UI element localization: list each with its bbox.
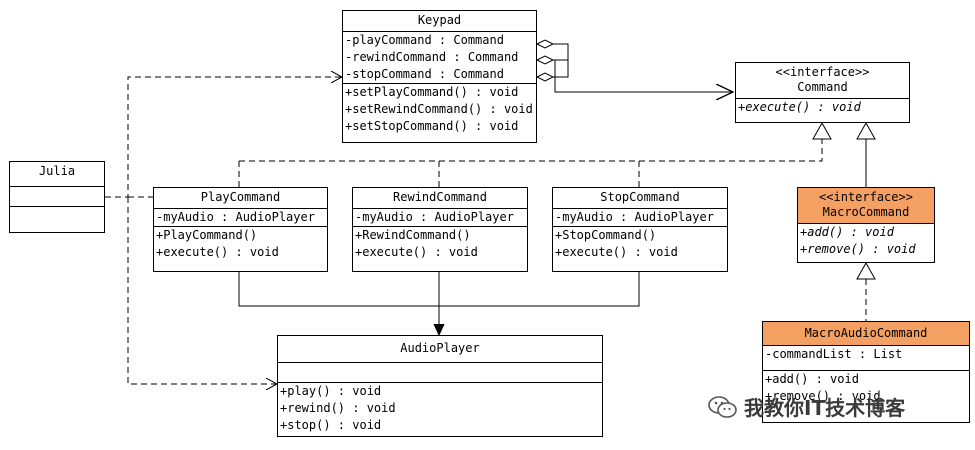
operation: +remove() : void [765, 389, 881, 403]
class-play-command-name: PlayCommand [154, 188, 327, 209]
class-play-command: PlayCommand -myAudio : AudioPlayer +Play… [153, 187, 328, 272]
watermark-text: 我教你IT技术博客 [744, 396, 906, 420]
realization-triangle-command-left [812, 121, 832, 140]
operation: +setStopCommand() : void [345, 119, 519, 133]
operation: +setPlayCommand() : void [345, 85, 519, 99]
class-keypad-name: Keypad [343, 11, 536, 32]
operation: +add() : void [800, 225, 894, 239]
class-command-operations: +execute() : void [736, 99, 909, 116]
operation: +PlayCommand() [156, 228, 258, 242]
dependency-julia [105, 77, 342, 384]
class-rewind-command: RewindCommand -myAudio : AudioPlayer +Re… [352, 187, 528, 272]
operation: +RewindCommand() [355, 228, 471, 242]
operation: +execute() : void [738, 100, 861, 114]
class-audio-player-name: AudioPlayer [278, 336, 602, 363]
operation: +stop() : void [280, 418, 382, 432]
class-keypad-attributes: -playCommand : Command -rewindCommand : … [343, 32, 536, 84]
class-stop-command-name: StopCommand [553, 188, 727, 209]
operation: +StopCommand() [555, 228, 657, 242]
class-stop-command: StopCommand -myAudio : AudioPlayer +Stop… [552, 187, 728, 272]
wechat-icon [708, 395, 737, 418]
class-command-name: Command [797, 80, 848, 94]
class-rewind-command-attributes: -myAudio : AudioPlayer [353, 209, 527, 227]
class-macro-command-header: <<interface>> MacroCommand [798, 188, 934, 224]
class-command-header: <<interface>> Command [736, 63, 909, 99]
operation: +play() : void [280, 384, 382, 398]
operation: +execute() : void [355, 245, 478, 259]
generalization-triangle-command-right [856, 121, 876, 140]
class-macro-command-name: MacroCommand [822, 205, 910, 219]
stereotype: <<interface>> [775, 65, 870, 79]
class-command: <<interface>> Command +execute() : void [735, 62, 910, 123]
class-julia-attributes [10, 187, 104, 207]
operation: +setRewindCommand() : void [345, 102, 533, 116]
attribute: -rewindCommand : Command [345, 50, 519, 64]
association-commands-audioplayer [238, 272, 640, 335]
operation: +add() : void [765, 372, 859, 386]
aggregation-keypad-command [535, 39, 733, 92]
class-play-command-operations: +PlayCommand() +execute() : void [154, 227, 327, 261]
class-rewind-command-operations: +RewindCommand() +execute() : void [353, 227, 527, 261]
class-macro-audio-command-attributes: -commandList : List [763, 346, 969, 371]
class-macro-command: <<interface>> MacroCommand +add() : void… [797, 187, 935, 263]
operation: +remove() : void [800, 242, 916, 256]
class-macro-command-operations: +add() : void +remove() : void [798, 224, 934, 258]
attribute: -playCommand : Command [345, 33, 504, 47]
class-julia-name: Julia [10, 162, 104, 187]
operation: +execute() : void [156, 245, 279, 259]
class-julia: Julia [9, 161, 105, 233]
realization-commands-command [238, 139, 823, 187]
class-audio-player-attributes [278, 363, 602, 383]
attribute: -stopCommand : Command [345, 67, 504, 81]
class-stop-command-operations: +StopCommand() +execute() : void [553, 227, 727, 261]
class-macro-audio-command-name: MacroAudioCommand [763, 322, 969, 346]
class-audio-player-operations: +play() : void +rewind() : void +stop() … [278, 383, 602, 434]
class-play-command-attributes: -myAudio : AudioPlayer [154, 209, 327, 227]
class-macro-audio-command-operations: +add() : void +remove() : void [763, 371, 969, 405]
class-rewind-command-name: RewindCommand [353, 188, 527, 209]
attribute: -myAudio : AudioPlayer [555, 210, 714, 224]
watermark: 我教你IT技术博客 [708, 392, 905, 421]
attribute: -myAudio : AudioPlayer [355, 210, 514, 224]
class-audio-player: AudioPlayer +play() : void +rewind() : v… [277, 335, 603, 437]
class-julia-operations [10, 207, 104, 226]
class-keypad: Keypad -playCommand : Command -rewindCom… [342, 10, 537, 143]
class-macro-audio-command: MacroAudioCommand -commandList : List +a… [762, 321, 970, 423]
operation: +execute() : void [555, 245, 678, 259]
class-stop-command-attributes: -myAudio : AudioPlayer [553, 209, 727, 227]
attribute: -myAudio : AudioPlayer [156, 210, 315, 224]
attribute: -commandList : List [765, 347, 903, 361]
class-keypad-operations: +setPlayCommand() : void +setRewindComma… [343, 84, 536, 135]
stereotype: <<interface>> [819, 190, 913, 204]
realization-triangle-macro [856, 261, 876, 280]
operation: +rewind() : void [280, 401, 396, 415]
